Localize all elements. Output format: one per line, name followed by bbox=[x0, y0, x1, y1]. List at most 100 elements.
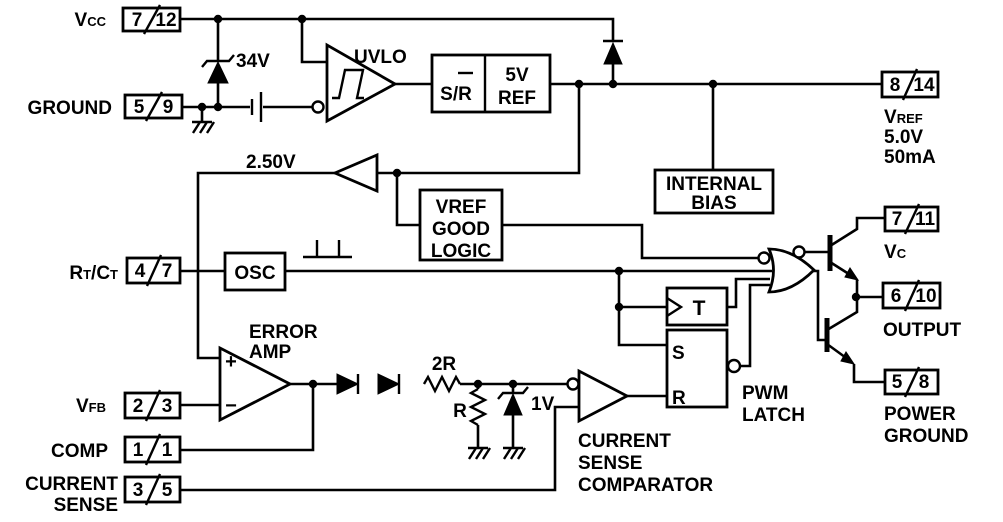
pin-current-sense-label-line2: SENSE bbox=[54, 495, 118, 516]
wire-vcc-rail bbox=[180, 17, 615, 41]
inverting-bubble bbox=[566, 377, 580, 391]
wire-latch-to-gate bbox=[740, 283, 770, 368]
internal-bias-box bbox=[653, 168, 775, 215]
clock-chevron-icon bbox=[666, 296, 684, 318]
clock-pulses bbox=[303, 240, 352, 259]
pin-current-sense: CURRENT SENSE 3 5 bbox=[25, 473, 182, 516]
vref-good-box bbox=[418, 188, 504, 262]
ground-icon bbox=[467, 446, 492, 460]
pin-number-right: 5 bbox=[162, 480, 173, 501]
junction-dot bbox=[297, 14, 307, 24]
bottom-emitter-arrow bbox=[840, 351, 856, 365]
pwm-latch-block: S R PWM LATCH bbox=[665, 328, 805, 426]
pin-slash bbox=[903, 279, 921, 312]
diode-icon bbox=[377, 373, 401, 395]
output-or-gate bbox=[757, 245, 817, 294]
totem-pole-output bbox=[824, 235, 860, 365]
uvlo-comparator: UVLO bbox=[311, 42, 407, 124]
ref5v-line2: REF bbox=[498, 88, 536, 109]
wire-vcc-to-uvlo bbox=[300, 19, 328, 64]
wire-output-node bbox=[855, 280, 883, 299]
ref5v-line1: 5V bbox=[505, 65, 529, 86]
buffer-triangle bbox=[331, 152, 379, 194]
pin-number-left: 6 bbox=[891, 286, 902, 307]
pin-current-sense-label-line1: CURRENT bbox=[25, 474, 118, 495]
clock-waveform-icon bbox=[303, 240, 352, 259]
latch-r-input: R bbox=[672, 388, 686, 409]
oscillator-block: OSC bbox=[223, 251, 287, 292]
pin-comp: COMP 1 1 bbox=[51, 433, 182, 466]
resistor-2r: 2R bbox=[422, 354, 462, 394]
pin-slash bbox=[144, 433, 162, 466]
wire-bottom-collector bbox=[826, 298, 859, 332]
wire-rail-to-buffer bbox=[377, 84, 581, 175]
pin-ground: GROUND 5 9 bbox=[28, 91, 184, 122]
error-amp: + − ERROR AMP bbox=[218, 322, 318, 423]
pin-vc-label: VC bbox=[884, 242, 907, 263]
vref-good-line1: VREF bbox=[436, 197, 487, 218]
vref-good-logic-block: VREF GOOD LOGIC bbox=[418, 188, 504, 262]
junction-dot bbox=[574, 79, 584, 89]
junction-dot bbox=[392, 168, 402, 178]
pin-slash bbox=[901, 68, 919, 101]
junction-dot bbox=[608, 79, 618, 89]
zener-1v-value: 1V bbox=[531, 394, 555, 415]
gate-output-bubble bbox=[792, 245, 806, 259]
pin-vcc: VCC 7 12 bbox=[75, 4, 182, 35]
series-diodes bbox=[336, 373, 401, 395]
top-emitter-arrow bbox=[844, 267, 860, 281]
pin-number-left: 5 bbox=[134, 97, 145, 118]
ground-icon bbox=[191, 120, 216, 134]
uvlo-label: UVLO bbox=[354, 47, 407, 68]
junction-dot bbox=[708, 79, 718, 89]
wire-current-sense bbox=[180, 405, 580, 492]
latch-output-bubble bbox=[726, 358, 742, 374]
osc-box bbox=[223, 251, 287, 292]
cs-comparator-line2: SENSE bbox=[578, 453, 642, 474]
wire-vrefgood-to-gate bbox=[502, 223, 758, 260]
pin-number-left: 4 bbox=[135, 261, 146, 282]
pin-vfb-label: VFB bbox=[76, 396, 106, 417]
pin-number-left: 2 bbox=[133, 396, 144, 417]
pin-power-ground-label-line1: POWER bbox=[884, 404, 956, 425]
cs-comparator-line1: CURRENT bbox=[578, 431, 671, 452]
pin-output: 6 10 OUTPUT bbox=[881, 279, 962, 341]
ground-symbols bbox=[191, 120, 527, 460]
pin-number-left: 3 bbox=[133, 480, 144, 501]
pin-slash bbox=[144, 91, 164, 122]
pin-number-left: 8 bbox=[890, 75, 901, 96]
resistor-2r-label: 2R bbox=[432, 354, 457, 375]
ground-icon bbox=[502, 446, 527, 460]
pin-ground-label: GROUND bbox=[28, 98, 112, 119]
internal-bias-line2: BIAS bbox=[691, 193, 736, 214]
pin-slash bbox=[903, 366, 921, 398]
or-gate-shape bbox=[766, 247, 817, 294]
pin-number-left: 5 bbox=[892, 372, 903, 393]
pin-number-right: 7 bbox=[162, 261, 173, 282]
pin-vref-spec1: 5.0V bbox=[884, 127, 923, 148]
ref-voltage-label: 2.50V bbox=[246, 152, 296, 173]
junction-dot bbox=[473, 379, 483, 389]
zener-34v: 34V bbox=[201, 51, 270, 84]
sr-label: S/R bbox=[440, 84, 472, 105]
pin-number-right: 9 bbox=[163, 97, 174, 118]
error-amp-line1: ERROR bbox=[249, 322, 318, 343]
pin-power-ground: 5 8 POWER GROUND bbox=[883, 366, 968, 447]
pin-vfb: VFB 2 3 bbox=[76, 389, 182, 422]
current-sense-comparator: CURRENT SENSE COMPARATOR bbox=[566, 368, 713, 496]
wire-to-power-ground bbox=[852, 364, 885, 384]
wire-buffer-to-erroramp bbox=[196, 171, 335, 360]
pin-number-right: 14 bbox=[913, 75, 935, 96]
pin-vc: 7 11 VC bbox=[883, 203, 940, 263]
resistor-r-label: R bbox=[453, 401, 467, 422]
resistor-r: R bbox=[453, 387, 488, 427]
junction-dot bbox=[213, 102, 223, 112]
internal-bias-line1: INTERNAL bbox=[666, 174, 762, 195]
battery-symbol bbox=[250, 92, 263, 122]
pin-slash bbox=[903, 203, 921, 235]
top-diode bbox=[603, 39, 623, 65]
wire-divider-grounds bbox=[476, 415, 515, 448]
pin-power-ground-label-line2: GROUND bbox=[884, 426, 968, 447]
pin-vref-spec2: 50mA bbox=[884, 147, 936, 168]
